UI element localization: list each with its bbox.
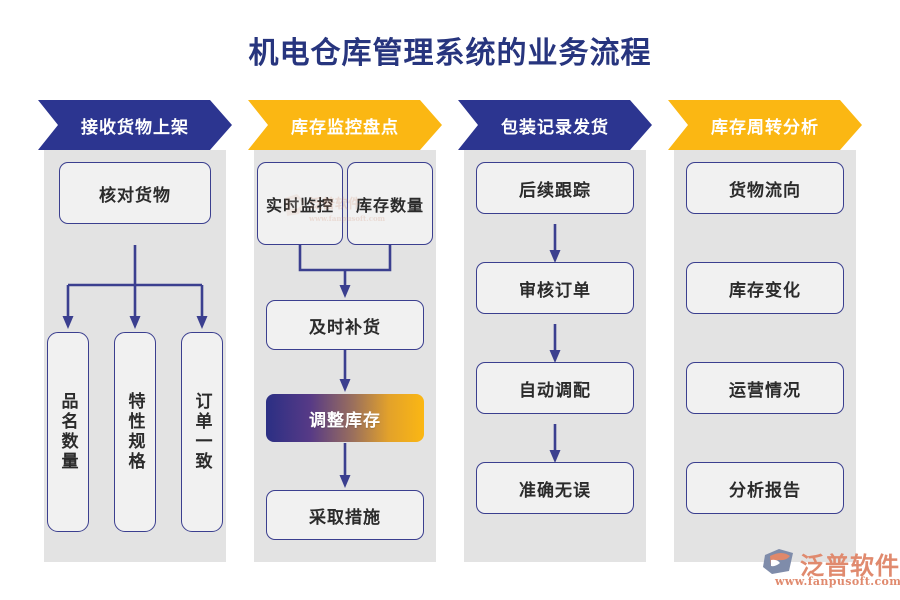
lane-turnover-analysis: 库存周转分析 货物流向 库存变化 运营情况 分析报告	[668, 100, 862, 562]
node-feature-spec[interactable]: 特性规格	[114, 332, 156, 532]
node-realtime-monitor[interactable]: 实时监控	[257, 162, 343, 245]
page-title: 机电仓库管理系统的业务流程	[248, 36, 652, 71]
node-follow-up-tracking[interactable]: 后续跟踪	[476, 162, 634, 214]
fanpu-logo-icon	[763, 549, 793, 574]
lane-header-inventory-monitoring[interactable]: 库存监控盘点	[248, 100, 442, 150]
lane-header-pack-record-ship[interactable]: 包装记录发货	[458, 100, 652, 150]
node-stock-change[interactable]: 库存变化	[686, 262, 844, 314]
node-operation-status[interactable]: 运营情况	[686, 362, 844, 414]
node-adjust-inventory[interactable]: 调整库存	[266, 394, 424, 442]
node-verify-goods[interactable]: 核对货物	[59, 162, 211, 224]
lane-header-turnover-analysis[interactable]: 库存周转分析	[668, 100, 862, 150]
lane-pack-record-ship: 包装记录发货 后续跟踪 审核订单 自动调配 准确无误	[458, 100, 652, 562]
node-item-name-quantity[interactable]: 品名数量	[47, 332, 89, 532]
node-auto-allocate[interactable]: 自动调配	[476, 362, 634, 414]
node-stock-quantity[interactable]: 库存数量	[347, 162, 433, 245]
node-goods-flow[interactable]: 货物流向	[686, 162, 844, 214]
lane-receive-and-shelve: 接收货物上架 核对货物 品名数量 特性规格 订单一致	[38, 100, 232, 562]
node-analysis-report[interactable]: 分析报告	[686, 462, 844, 514]
lane-inventory-monitoring: 库存监控盘点 实时监控 库存数量 及时补货 调整库存 采取措施	[248, 100, 442, 562]
node-order-match[interactable]: 订单一致	[181, 332, 223, 532]
logo-url: www.fanpusoft.com	[775, 575, 900, 588]
lane-header-receive-and-shelve[interactable]: 接收货物上架	[38, 100, 232, 150]
node-take-measures[interactable]: 采取措施	[266, 490, 424, 540]
node-review-order[interactable]: 审核订单	[476, 262, 634, 314]
brand-logo: 泛普软件 www.fanpusoft.com	[762, 546, 900, 592]
node-accurate-no-error[interactable]: 准确无误	[476, 462, 634, 514]
node-timely-replenish[interactable]: 及时补货	[266, 300, 424, 350]
logo-wordmark: 泛普软件	[800, 552, 900, 580]
